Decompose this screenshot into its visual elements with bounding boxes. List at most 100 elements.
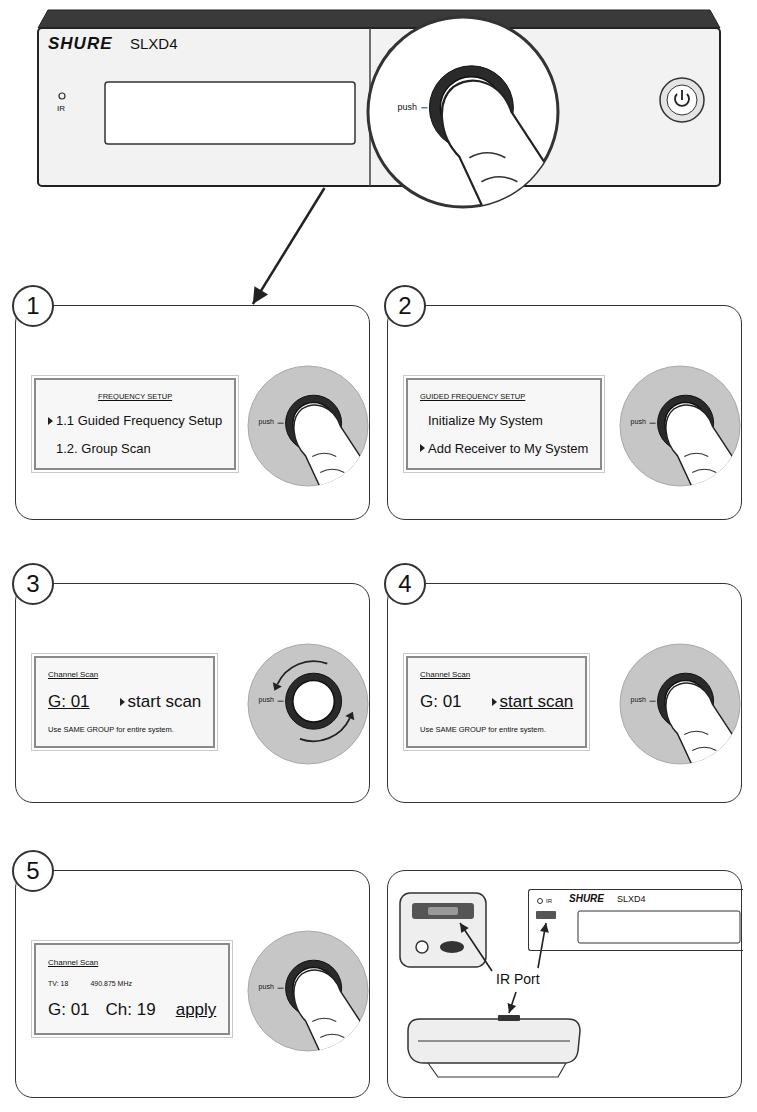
screen-text: TV: 18	[48, 980, 68, 987]
screen-row: Channel Scan	[48, 958, 216, 967]
receiver-top	[38, 10, 720, 28]
step-panel: IR PortSHURESLXD4IR	[387, 870, 742, 1098]
flow-arrow	[253, 188, 325, 304]
screen-text: G: 01	[48, 1000, 90, 1020]
screen-row: FREQUENCY SETUP	[48, 392, 222, 401]
screen-text: Ch: 19	[106, 1000, 156, 1020]
transmitter-top	[400, 893, 486, 967]
arrow-line	[253, 188, 325, 304]
step-panel: 4pushChannel ScanG: 01start scanUse SAME…	[387, 583, 742, 803]
brand-logo: SHURE	[569, 893, 604, 904]
ir-arrow-head	[508, 1003, 517, 1013]
arrow-head	[253, 286, 268, 304]
push-dash	[421, 107, 427, 108]
step-number: 4	[384, 563, 426, 605]
screen-row: Channel Scan	[48, 670, 201, 679]
lcd-screen: FREQUENCY SETUP 1.1 Guided Frequency Setu…	[34, 378, 236, 470]
push-dash	[650, 701, 656, 702]
ir-arrow-head	[460, 923, 469, 933]
finger-outline	[666, 683, 743, 797]
screen-row: Use SAME GROUP for entire system.	[420, 725, 573, 734]
ir-indicator	[59, 93, 65, 99]
screen-text: G: 01	[48, 692, 90, 712]
finger-group	[294, 405, 371, 519]
screen-text: 490.875 MHz	[90, 980, 132, 987]
finger	[666, 405, 743, 519]
push-dash	[650, 423, 656, 424]
screen-text: Add Receiver to My System	[428, 441, 588, 456]
step-number: 1	[12, 285, 54, 327]
push-dash	[278, 423, 284, 424]
ir-arrow	[460, 923, 492, 971]
finger	[442, 81, 583, 252]
lcd-screen: Channel ScanTV: 18 490.875 MHz G: 01 Ch: 19…	[34, 943, 230, 1035]
ir-lens	[428, 907, 458, 915]
transmitter-button	[416, 941, 428, 953]
belt-clip	[418, 1041, 570, 1077]
mini-ir-port	[536, 911, 556, 919]
screen-text: 1.2. Group Scan	[56, 441, 151, 456]
finger	[294, 405, 371, 519]
push-label: push	[259, 696, 274, 703]
screen-row: Channel Scan	[420, 670, 573, 679]
push-label: push	[259, 418, 274, 425]
lcd-window	[105, 82, 355, 144]
knob-face	[293, 680, 334, 721]
mini-ir-indicator	[538, 899, 543, 904]
rotate-arrowhead	[273, 682, 282, 690]
lcd-screen: GUIDED FREQUENCY SETUP Initialize My Syst…	[406, 378, 602, 470]
screen-text: 1.1 Guided Frequency Setup	[56, 413, 222, 428]
step-number: 3	[12, 563, 54, 605]
lcd-screen: Channel Scan G: 01 start scanUse SAME GROU…	[34, 656, 215, 748]
selection-marker	[48, 417, 53, 425]
push-label: push	[631, 696, 646, 703]
screen-row: G: 01 Ch: 19 apply	[48, 1000, 216, 1020]
finger-group	[666, 405, 743, 519]
mini-receiver: SHURESLXD4IR	[528, 889, 743, 951]
finger-creases	[469, 153, 525, 206]
finger	[666, 683, 743, 797]
screen-text: Channel Scan	[48, 958, 98, 967]
screen-row: TV: 18 490.875 MHz	[48, 980, 216, 987]
screen-text: Initialize My System	[428, 413, 543, 428]
transmitter-ir-window	[412, 903, 474, 919]
power-button-face	[667, 85, 697, 115]
bodypack-ir-window	[498, 1015, 520, 1021]
step-number: 5	[12, 850, 54, 892]
ir-label: IR	[546, 898, 552, 904]
screen-row: G: 01 start scan	[48, 692, 201, 712]
finger-creases	[684, 731, 721, 766]
finger-outline	[294, 405, 371, 519]
screen-text: start scan	[128, 692, 202, 712]
push-label: push	[397, 102, 417, 112]
screen-row: Initialize My System	[420, 413, 588, 428]
finger-group	[442, 81, 583, 252]
screen-text: Channel Scan	[420, 670, 470, 679]
finger-creases	[312, 1018, 349, 1053]
screen-row: Use SAME GROUP for entire system.	[48, 725, 201, 734]
rotate-arc	[277, 661, 327, 684]
finger-creases	[684, 453, 721, 488]
receiver-front-panel: SHURESLXD4IR	[38, 28, 720, 186]
power-symbol	[675, 90, 689, 106]
ir-arrow-head	[540, 923, 549, 933]
push-dash	[278, 988, 284, 989]
screen-text: start scan	[500, 692, 574, 712]
finger-creases	[312, 453, 349, 488]
step-number: 2	[384, 285, 426, 327]
finger	[294, 970, 371, 1084]
screen-row: GUIDED FREQUENCY SETUP	[420, 392, 588, 401]
control-knob	[286, 673, 342, 729]
selection-marker	[420, 444, 425, 452]
selection-marker	[120, 698, 125, 706]
screen-text: FREQUENCY SETUP	[98, 392, 172, 401]
finger-outline	[666, 405, 743, 519]
selection-marker	[492, 698, 497, 706]
rotate-arrowhead	[345, 712, 354, 720]
power-button	[660, 78, 704, 122]
screen-text: G: 01	[420, 692, 462, 712]
finger-outline	[294, 970, 371, 1084]
screen-text: apply	[176, 1000, 217, 1020]
screen-row: 1.1 Guided Frequency Setup	[48, 413, 222, 428]
